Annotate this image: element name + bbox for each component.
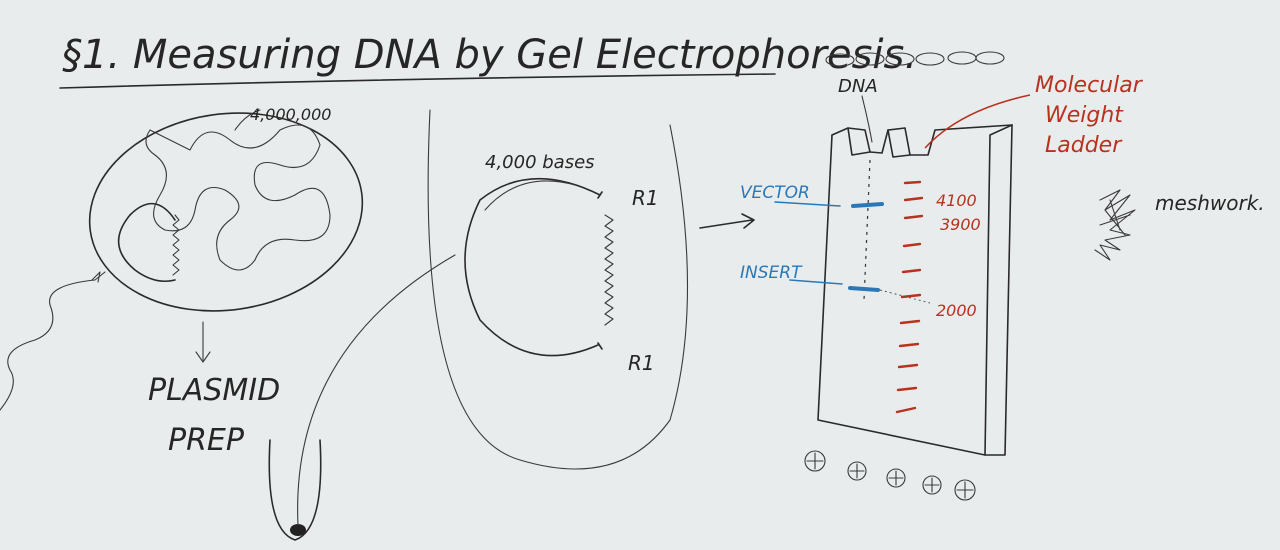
insert-label: INSERT — [740, 263, 803, 283]
arrow-to-gel — [699, 213, 755, 229]
plasmid-size: 4,000 bases — [485, 152, 595, 173]
title-underline — [59, 73, 776, 89]
insert-marker-guide — [879, 289, 931, 304]
marker-3900: 3900 — [940, 215, 981, 234]
ladder-label-2: Weight — [1045, 103, 1124, 128]
meshwork-label: meshwork. — [1155, 191, 1265, 215]
down-arrow — [195, 321, 211, 363]
bacterial-cell: 4,000,000 — [0, 105, 364, 411]
site-bottom: R1 — [628, 351, 655, 375]
positive-charges — [804, 450, 976, 501]
plasmid-insert-squiggle — [172, 214, 180, 276]
vector-label: VECTOR — [740, 183, 810, 203]
dna-pointer — [861, 95, 873, 143]
ladder-pointer — [924, 94, 1031, 149]
arrow-to-cell — [91, 271, 101, 283]
tube-to-plasmid-curve — [297, 254, 456, 526]
tube — [268, 254, 456, 541]
meshwork-scribble — [1094, 189, 1136, 261]
vector-band — [851, 202, 884, 208]
plasmid: 4,000 bases R1 R1 — [464, 152, 659, 375]
ladder-label-3: Ladder — [1045, 133, 1123, 158]
insert-band — [848, 286, 880, 292]
plasmid-in-cell — [117, 202, 176, 283]
sample-lane-track — [863, 159, 871, 301]
marker-4100: 4100 — [936, 191, 977, 210]
title: §1. Measuring DNA by Gel Electrophoresis… — [62, 32, 917, 78]
site-top: R1 — [632, 186, 659, 210]
chromosome-pointer — [234, 109, 261, 131]
vector-pointer — [774, 201, 841, 207]
chromosome-squiggle — [145, 124, 331, 271]
ladder-label-1: Molecular — [1035, 73, 1144, 98]
dna-label: DNA — [838, 76, 878, 97]
marker-2000: 2000 — [936, 301, 977, 320]
plasmid-insert — [604, 214, 614, 326]
gel — [817, 124, 1013, 456]
negative-charges — [825, 51, 1005, 67]
ladder-bands — [895, 180, 924, 414]
plasmid-bracket — [427, 109, 689, 470]
pipette-squiggle — [0, 271, 106, 411]
chromosome-size: 4,000,000 — [250, 105, 331, 124]
plasmid-prep-label: PLASMID — [148, 373, 280, 408]
insert-pointer — [789, 279, 843, 285]
pellet — [290, 524, 306, 536]
plasmid-prep-label-2: PREP — [168, 423, 245, 458]
